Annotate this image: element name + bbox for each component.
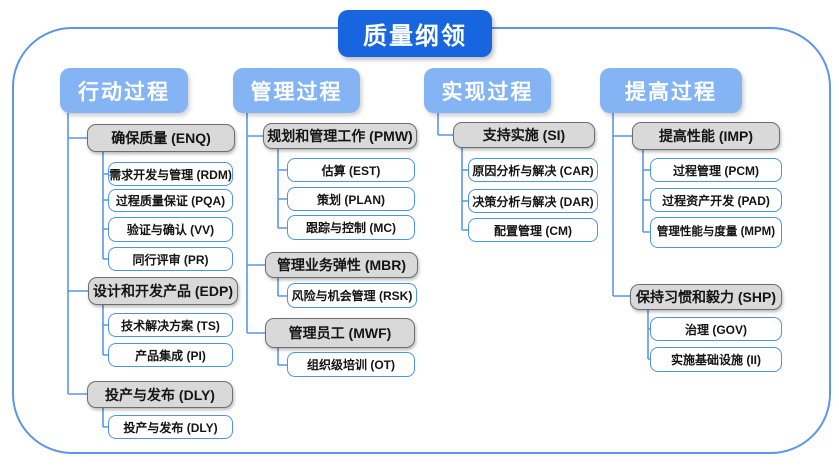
node-si[interactable]: 支持实施 (SI) bbox=[453, 122, 595, 148]
header-management-process[interactable]: 管理过程 bbox=[233, 68, 360, 113]
node-pcm[interactable]: 过程管理 (PCM) bbox=[650, 158, 782, 182]
node-rsk[interactable]: 风险与机会管理 (RSK) bbox=[287, 283, 417, 308]
node-ts[interactable]: 技术解决方案 (TS) bbox=[108, 313, 233, 337]
node-edp[interactable]: 设计和开发产品 (EDP) bbox=[88, 277, 238, 305]
node-imp[interactable]: 提高性能 (IMP) bbox=[632, 122, 780, 150]
node-ii[interactable]: 实施基础设施 (II) bbox=[650, 347, 782, 372]
node-pr[interactable]: 同行评审 (PR) bbox=[108, 247, 233, 271]
node-mpm[interactable]: 管理性能与度量 (MPM) bbox=[650, 217, 782, 248]
node-pad[interactable]: 过程资产开发 (PAD) bbox=[650, 188, 782, 212]
node-est[interactable]: 估算 (EST) bbox=[287, 158, 415, 182]
node-dly-group[interactable]: 投产与发布 (DLY) bbox=[87, 381, 233, 408]
node-pi[interactable]: 产品集成 (PI) bbox=[108, 343, 233, 367]
node-ot[interactable]: 组织级培训 (OT) bbox=[287, 352, 415, 377]
node-vv[interactable]: 验证与确认 (VV) bbox=[108, 217, 233, 242]
header-implementation-process[interactable]: 实现过程 bbox=[424, 68, 551, 113]
diagram-title: 质量纲领 bbox=[338, 10, 492, 57]
node-mbr[interactable]: 管理业务弹性 (MBR) bbox=[265, 252, 418, 278]
node-dly[interactable]: 投产与发布 (DLY) bbox=[108, 415, 233, 439]
node-pqa[interactable]: 过程质量保证 (PQA) bbox=[108, 189, 233, 212]
header-action-process[interactable]: 行动过程 bbox=[60, 68, 188, 113]
node-enq[interactable]: 确保质量 (ENQ) bbox=[87, 124, 235, 152]
node-dar[interactable]: 决策分析与解决 (DAR) bbox=[468, 189, 598, 213]
node-car[interactable]: 原因分析与解决 (CAR) bbox=[468, 158, 598, 182]
node-mc[interactable]: 跟踪与控制 (MC) bbox=[287, 215, 415, 240]
node-plan[interactable]: 策划 (PLAN) bbox=[287, 187, 415, 211]
node-gov[interactable]: 治理 (GOV) bbox=[650, 317, 782, 341]
node-mwf[interactable]: 管理员工 (MWF) bbox=[265, 318, 415, 348]
node-shp[interactable]: 保持习惯和毅力 (SHP) bbox=[630, 284, 782, 310]
node-cm[interactable]: 配置管理 (CM) bbox=[468, 218, 598, 242]
header-improvement-process[interactable]: 提高过程 bbox=[600, 68, 742, 113]
node-rdm[interactable]: 需求开发与管理 (RDM) bbox=[108, 162, 233, 186]
node-pmw[interactable]: 规划和管理工作 (PMW) bbox=[263, 123, 417, 149]
